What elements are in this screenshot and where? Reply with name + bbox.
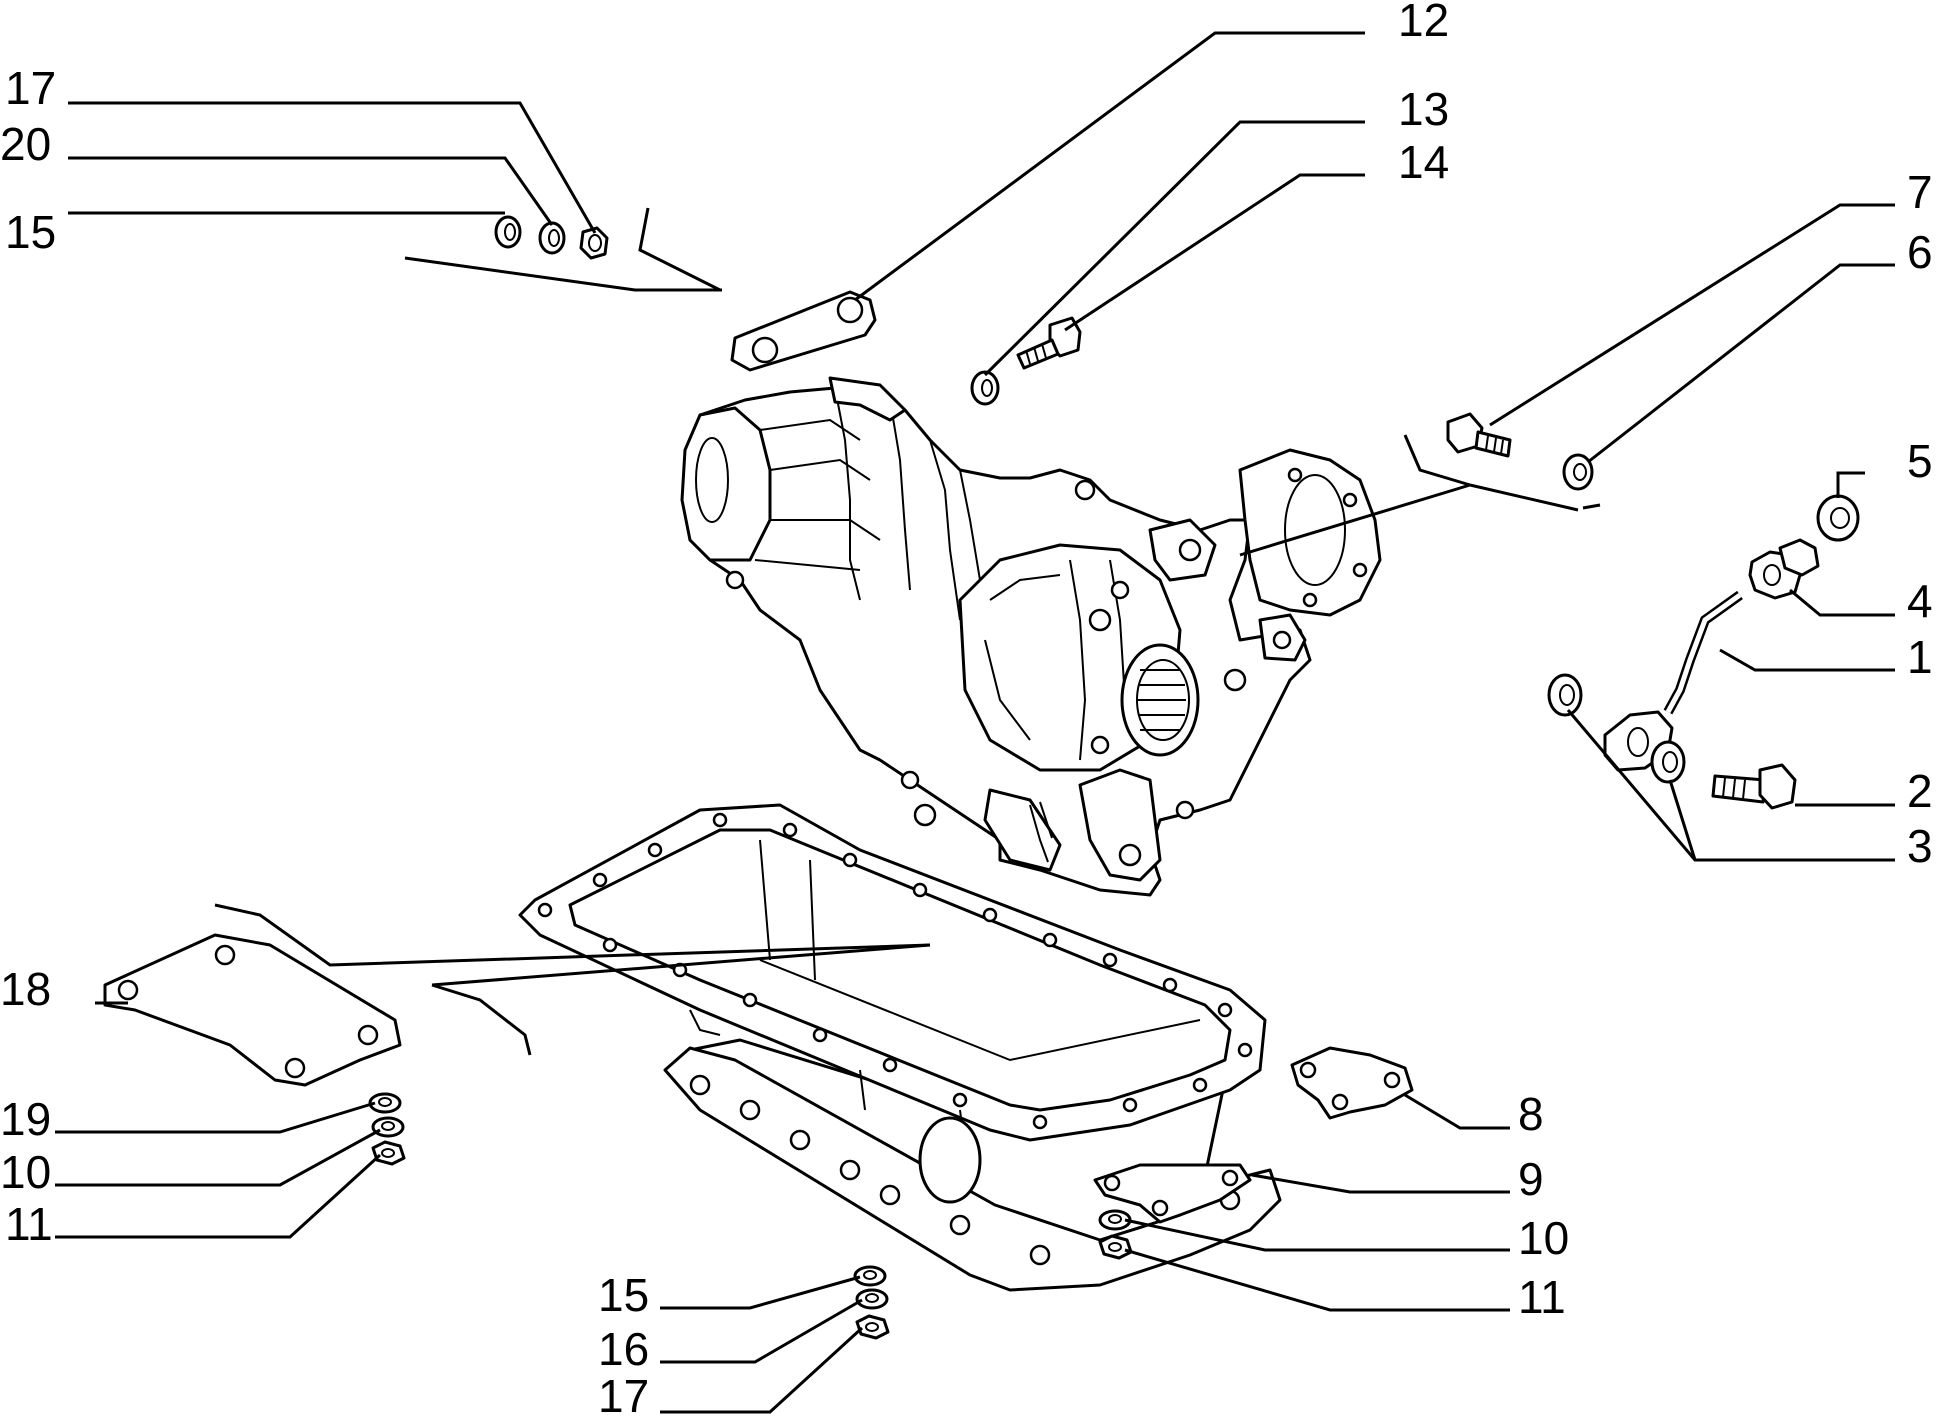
bolt-14	[1016, 316, 1082, 370]
callout-12: 12	[1398, 0, 1449, 46]
gasket-plate-8	[1290, 1046, 1414, 1120]
bolt-7	[1446, 412, 1512, 458]
banjo-bolt-2	[1711, 763, 1797, 810]
washer-15-bottom	[853, 1265, 887, 1287]
washer-15-top	[494, 215, 522, 249]
nut-17-bottom	[855, 1314, 890, 1340]
callout-9: 9	[1518, 1153, 1544, 1205]
washer-16	[855, 1288, 889, 1310]
callout-4: 4	[1907, 575, 1933, 627]
callout-7: 7	[1907, 166, 1933, 218]
callout-13: 13	[1398, 83, 1449, 135]
callout-10: 10	[1518, 1212, 1569, 1264]
callout-3: 3	[1907, 820, 1933, 872]
callout-10: 10	[0, 1146, 51, 1198]
callout-5: 5	[1907, 435, 1933, 487]
callout-14: 14	[1398, 136, 1449, 188]
callout-6: 6	[1907, 226, 1933, 278]
callout-11: 11	[5, 1198, 53, 1250]
union-fitting-4	[1748, 538, 1820, 600]
washer-5	[1816, 494, 1860, 542]
callout-11: 11	[1518, 1271, 1566, 1323]
nut-11-left	[371, 1140, 406, 1166]
washer-19	[368, 1092, 402, 1114]
callout-8: 8	[1518, 1088, 1544, 1140]
callout-2: 2	[1907, 765, 1933, 817]
callout-17: 17	[5, 62, 56, 114]
assembly-guides	[214, 207, 1601, 1056]
callout-18: 18	[0, 963, 51, 1015]
gasket-plate-9	[1093, 1163, 1252, 1224]
callout-15: 15	[5, 206, 56, 258]
oil-sump-pan	[518, 803, 1282, 1292]
washer-10-left	[371, 1116, 405, 1138]
callout-17: 17	[598, 1370, 649, 1416]
washer-3-left	[1547, 673, 1583, 717]
leader-lines	[55, 31, 1895, 1414]
nut-17-top	[579, 226, 609, 260]
nut-11-center	[1098, 1234, 1133, 1260]
callout-20: 20	[0, 118, 51, 170]
washer-13	[970, 370, 1000, 406]
washer-6	[1562, 453, 1594, 491]
callout-19: 19	[0, 1093, 51, 1145]
link-plate-12	[730, 290, 877, 372]
callout-15: 15	[598, 1269, 649, 1321]
callout-1: 1	[1907, 631, 1933, 683]
washer-20-top	[538, 221, 566, 255]
callout-16: 16	[598, 1323, 649, 1375]
cover-plate-18	[103, 933, 402, 1087]
washer-3-right	[1650, 740, 1686, 784]
